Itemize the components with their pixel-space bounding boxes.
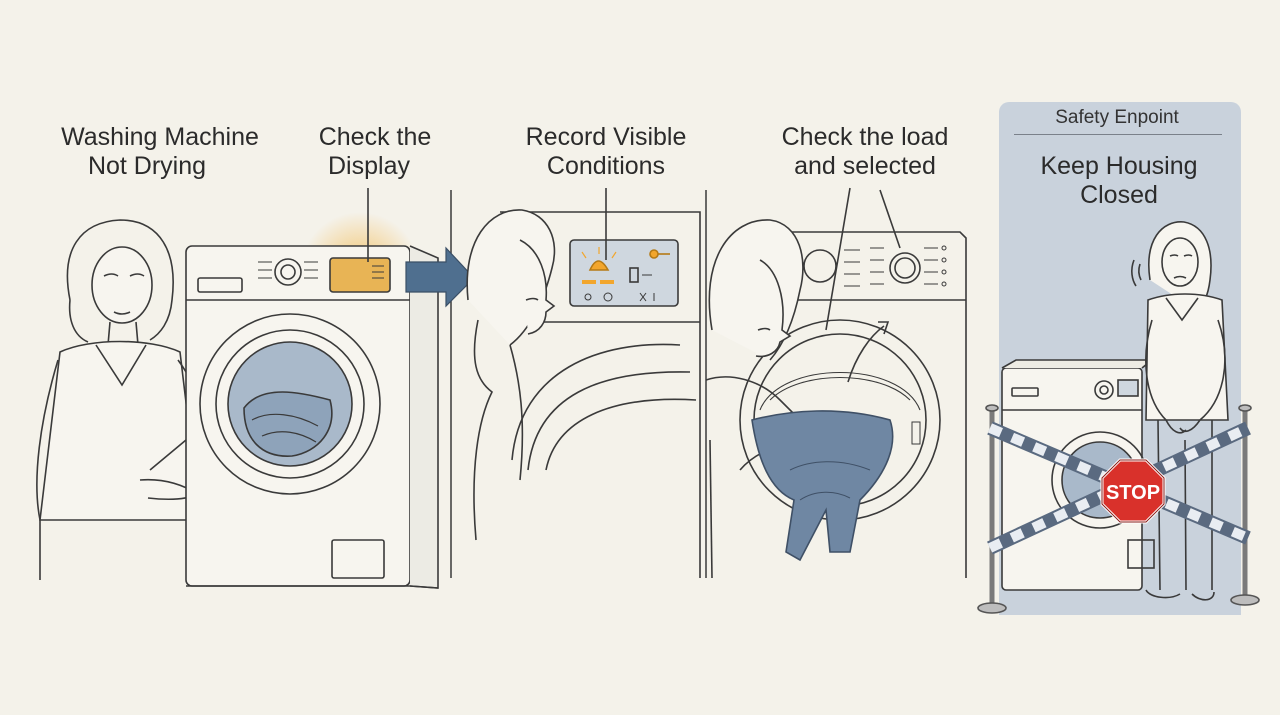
washing-machine-3 [739, 231, 967, 578]
barrier-posts [977, 404, 1260, 614]
stop-sign-icon: STOP [1100, 458, 1166, 524]
washing-machine-2 [500, 211, 701, 578]
next-step-arrow [405, 246, 475, 308]
step-4-title-line-1: Check the load [781, 123, 949, 151]
step-2-title-line-2: Display [328, 152, 410, 180]
standing-woman-figure [1131, 221, 1229, 601]
panel-3-scene [705, 187, 967, 579]
step-4-title-line-2: and selected [794, 152, 936, 180]
step-1-title-line-2: Not Drying [87, 152, 207, 180]
safety-title: Keep Housing Closed [1004, 152, 1234, 210]
safety-title-line-2: Closed [1080, 181, 1158, 209]
step-2-title-line-1: Check the [318, 123, 432, 151]
safety-title-line-1: Keep Housing [1040, 152, 1198, 180]
step-3-title-line-1: Record Visible [525, 123, 687, 151]
washing-machine-1 [185, 245, 439, 589]
step-1-title: Washing Machine Not Drying [30, 123, 290, 181]
step-2-title: Check the Display [290, 123, 460, 181]
panel-1-scene [36, 188, 475, 589]
step-1-title-line-1: Washing Machine [61, 123, 259, 151]
step-4-title: Check the load and selected [760, 123, 970, 181]
control-display [569, 239, 679, 307]
step-3-title-line-2: Conditions [546, 152, 666, 180]
worried-woman-figure [36, 219, 220, 580]
stop-sign-text: STOP [1106, 482, 1160, 504]
step-3-title: Record Visible Conditions [506, 123, 706, 181]
safety-header: Safety Enpoint [1055, 107, 1179, 128]
safety-header-divider [1014, 134, 1222, 135]
panel-2-scene [466, 188, 701, 578]
laundry-cloth [751, 410, 894, 562]
panel-4-scene: STOP [977, 221, 1260, 614]
woman-reaching-figure [705, 219, 847, 579]
woman-profile-figure [466, 209, 556, 541]
